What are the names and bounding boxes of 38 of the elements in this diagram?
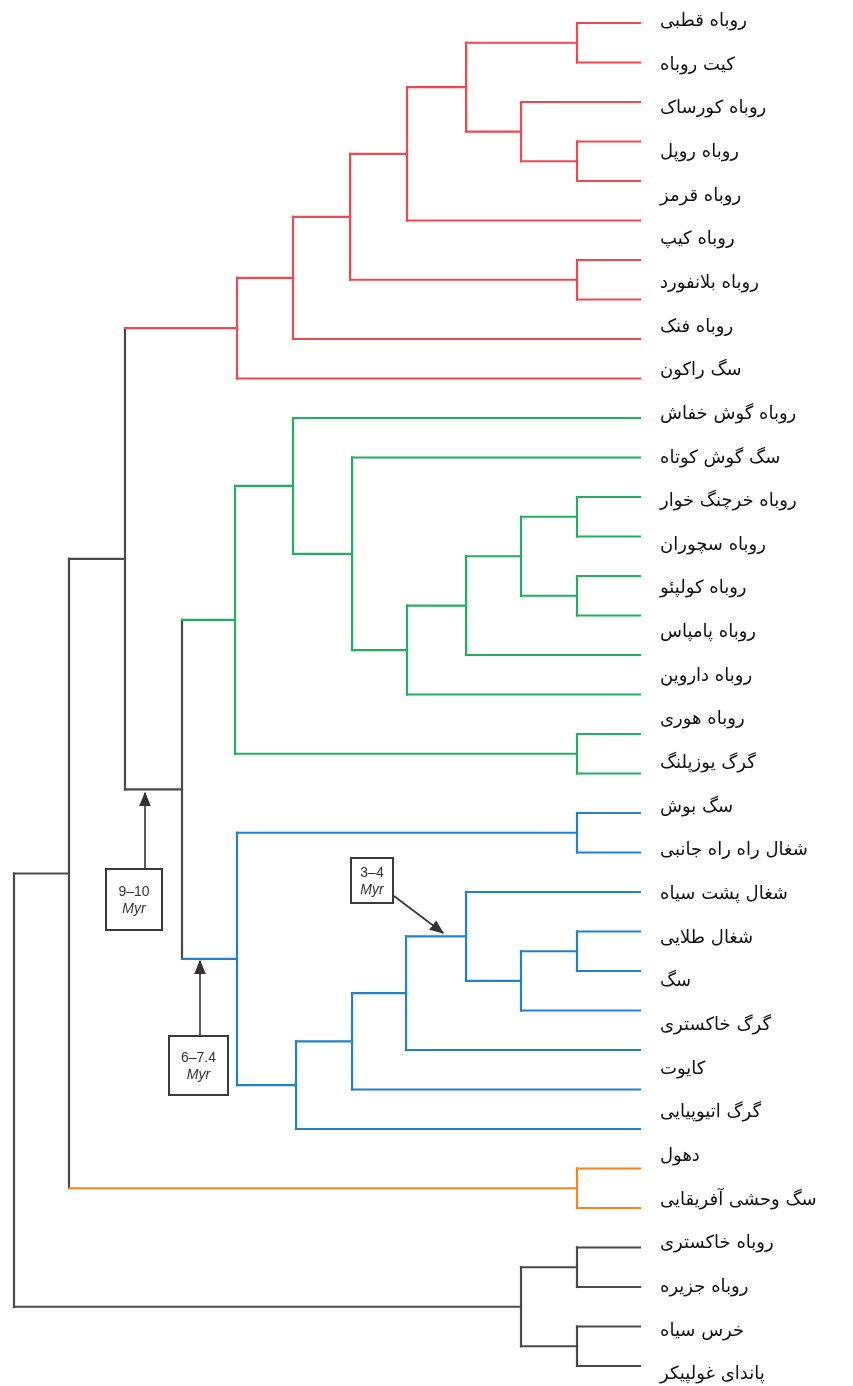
species-label: روباه کیپ xyxy=(660,226,735,251)
species-label: روباه داروین xyxy=(660,662,753,688)
species-label: سگ xyxy=(660,968,692,993)
species-label: روباه جزیره xyxy=(660,1273,749,1299)
species-label: سگ وحشی آفریقایی xyxy=(660,1186,817,1212)
species-label: گرگ یوزپلنگ xyxy=(660,750,756,775)
species-label: شغال طلایی xyxy=(660,924,754,949)
species-label: روباه روپل xyxy=(660,138,740,164)
species-label: سگ راکون xyxy=(660,357,742,382)
date-callout-box: 9–10 Myr xyxy=(105,868,163,931)
callout-arrow xyxy=(393,895,445,934)
date-callout-box: 3–4 Myr xyxy=(350,857,394,904)
species-label: کیت روباه xyxy=(660,51,735,77)
species-label: روباه گوش خفاش xyxy=(660,400,797,426)
species-label: سگ گوش کوتاه xyxy=(660,444,781,470)
species-label: روباه خرچنگ خوار xyxy=(660,488,797,513)
callout-arrow xyxy=(194,959,206,1036)
species-label: روباه بلانفورد xyxy=(660,269,759,295)
species-label: روباه پامپاس xyxy=(660,619,757,644)
species-label: روباه قرمز xyxy=(660,182,742,208)
species-label: سگ بوش xyxy=(660,793,734,819)
date-callout-box: 6–7.4 Myr xyxy=(168,1035,229,1096)
species-label: گرگ اتیوپیایی xyxy=(660,1099,761,1124)
species-label: روباه خاکستری xyxy=(660,1230,774,1255)
species-label: روباه قطبی xyxy=(660,8,747,33)
species-label: روباه سچوران xyxy=(660,531,766,557)
species-label: روباه فنک xyxy=(660,313,734,339)
species-label: کایوت xyxy=(660,1055,706,1081)
species-label: شغال پشت سیاه xyxy=(660,881,788,906)
species-label: گرگ خاکستری xyxy=(660,1011,772,1037)
species-label: شغال راه راه جانبی xyxy=(660,837,808,862)
species-label: روباه هوری xyxy=(660,706,745,731)
species-label: روباه کولپئو xyxy=(660,575,747,600)
species-label: روباه کورساک xyxy=(660,95,767,120)
species-label: دهول xyxy=(660,1142,700,1168)
callout-arrow xyxy=(139,791,151,869)
species-label: پاندای غولپیکر xyxy=(660,1361,765,1386)
species-label: خرس سیاه xyxy=(660,1317,745,1343)
